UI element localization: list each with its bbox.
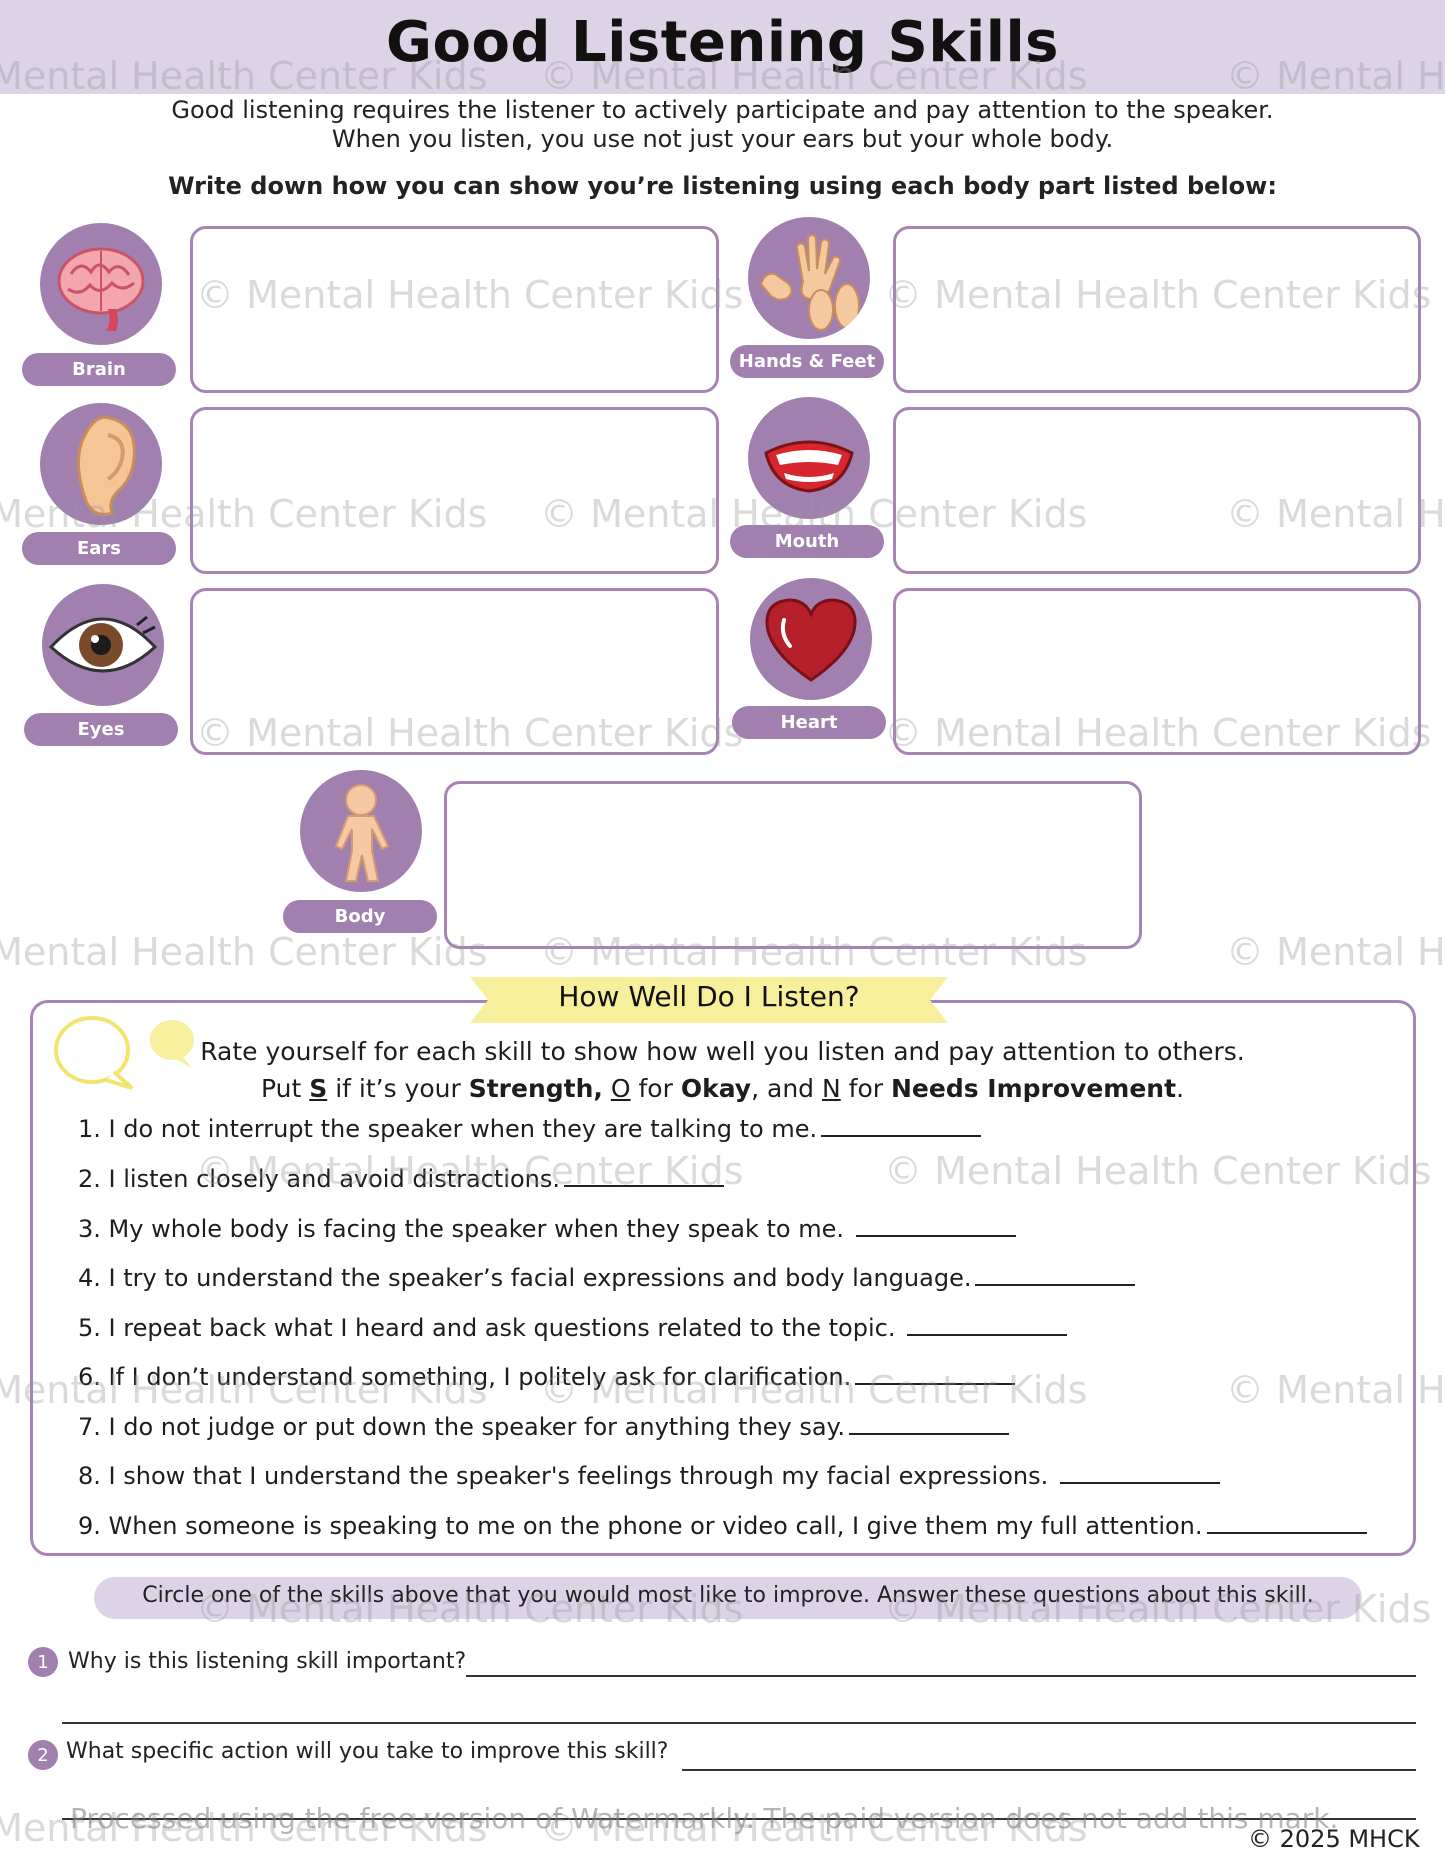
eyes-answer-box[interactable] [190, 588, 719, 755]
rating-blank[interactable] [821, 1115, 982, 1137]
skill-item: 1. I do not interrupt the speaker when t… [78, 1115, 982, 1143]
answer-line[interactable] [682, 1769, 1416, 1771]
question-number-badge: 2 [28, 1740, 58, 1770]
hands-feet-icon [748, 217, 870, 339]
speech-bubble-icon [54, 1016, 134, 1090]
hands-feet-label: Hands & Feet [730, 345, 884, 378]
worksheet-instruction: Write down how you can show you’re liste… [168, 172, 1277, 200]
ear-icon [40, 403, 162, 525]
improve-instruction-band [94, 1577, 1362, 1619]
question-1-text: Why is this listening skill important? [68, 1649, 467, 1674]
body-answer-box[interactable] [444, 781, 1142, 949]
skill-item: 2. I listen closely and avoid distractio… [78, 1165, 725, 1193]
skill-item: 6. If I don’t understand something, I po… [78, 1363, 1016, 1391]
ears-label: Ears [22, 532, 176, 565]
heart-icon [750, 578, 872, 700]
question-number-badge: 1 [28, 1647, 58, 1677]
eyes-label: Eyes [24, 713, 178, 746]
heart-label: Heart [732, 706, 886, 739]
mouth-answer-box[interactable] [893, 407, 1421, 574]
skill-item: 9. When someone is speaking to me on the… [78, 1512, 1367, 1540]
answer-line[interactable] [62, 1722, 1416, 1724]
intro-text: Good listening requires the listener to … [0, 96, 1445, 154]
rating-blank[interactable] [849, 1413, 1009, 1435]
eye-icon [42, 584, 164, 706]
intro-line-2: When you listen, you use not just your e… [331, 125, 1114, 153]
improve-instruction: Circle one of the skills above that you … [142, 1583, 1314, 1608]
hands-feet-answer-box[interactable] [893, 226, 1421, 393]
watermark: © Mental Health Center Kids [1226, 930, 1445, 974]
rating-blank[interactable] [855, 1215, 1016, 1237]
brain-answer-box[interactable] [190, 226, 719, 393]
rating-instruction-2: Put S if it’s your Strength, O for Okay,… [260, 1074, 1185, 1103]
rating-blank[interactable] [975, 1264, 1136, 1286]
ears-answer-box[interactable] [190, 407, 719, 574]
intro-line-1: Good listening requires the listener to … [171, 96, 1274, 124]
skill-item: 7. I do not judge or put down the speake… [78, 1413, 1009, 1441]
answer-line[interactable] [466, 1675, 1416, 1677]
brain-icon [40, 223, 162, 345]
body-icon [300, 770, 422, 892]
question-2-text: What specific action will you take to im… [66, 1739, 669, 1764]
skill-item: 4. I try to understand the speaker’s fac… [78, 1264, 1136, 1292]
answer-line[interactable] [62, 1818, 1416, 1820]
heart-answer-box[interactable] [893, 588, 1421, 755]
skill-item: 3. My whole body is facing the speaker w… [78, 1215, 1016, 1243]
header-band [0, 0, 1445, 94]
rating-blank[interactable] [1059, 1462, 1220, 1484]
rating-banner [470, 977, 948, 1023]
rating-blank[interactable] [564, 1165, 725, 1187]
skill-item: 8. I show that I understand the speaker'… [78, 1462, 1220, 1490]
rating-blank[interactable] [907, 1314, 1068, 1336]
small-speech-bubble-icon [150, 1020, 194, 1068]
watermark: © Mental Health Center Kids [0, 930, 488, 974]
mouth-label: Mouth [730, 525, 884, 558]
rating-blank[interactable] [1206, 1512, 1367, 1534]
rating-instruction-1: Rate yourself for each skill to show how… [200, 1037, 1245, 1066]
watermark-notice: Processed using the free version of Wate… [70, 1802, 1339, 1835]
rating-heading: How Well Do I Listen? [558, 980, 860, 1013]
rating-blank[interactable] [855, 1363, 1016, 1385]
body-label: Body [283, 900, 437, 933]
mouth-icon [748, 397, 870, 519]
page-title: Good Listening Skills [386, 10, 1059, 75]
copyright: © 2025 MHCK [1248, 1825, 1420, 1853]
brain-label: Brain [22, 353, 176, 386]
skill-item: 5. I repeat back what I heard and ask qu… [78, 1314, 1068, 1342]
